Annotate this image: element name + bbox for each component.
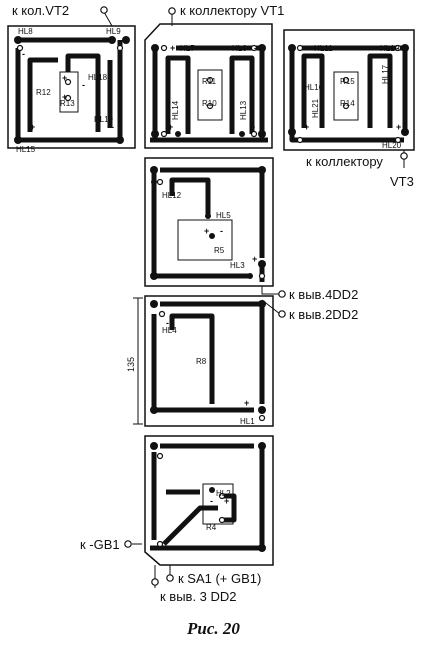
ref-hl13: HL13 (239, 100, 248, 120)
ref-r8: R8 (196, 357, 207, 366)
svg-text:-: - (396, 43, 399, 53)
svg-text:-: - (26, 142, 29, 152)
label-kol-vt2: к кол.VT2 (12, 3, 69, 18)
ref-hl8: HL8 (18, 27, 33, 36)
figure-caption: Рис. 20 (187, 619, 240, 638)
svg-text:+: + (396, 122, 401, 132)
svg-text:+: + (250, 122, 255, 132)
ref-hl15: HL15 (16, 145, 36, 154)
label-kollektor-vt1: к коллектору VT1 (180, 3, 284, 18)
svg-text:+: + (204, 226, 209, 236)
svg-text:+: + (170, 43, 175, 53)
label-vyv-3dd2: к выв. 3 DD2 (160, 589, 237, 604)
label-kollektor-vt3-line1: к коллектору (306, 154, 383, 169)
ref-hl12: HL12 (162, 191, 182, 200)
board-top-right (283, 29, 415, 151)
ref-hl18: HL18 (88, 73, 108, 82)
svg-text:-: - (254, 43, 257, 53)
svg-text:+: + (62, 92, 67, 102)
ref-r13: R13 (60, 99, 75, 108)
svg-text:-: - (302, 43, 305, 53)
svg-text:-: - (210, 496, 213, 506)
ref-r11: R11 (202, 77, 217, 86)
svg-text:-: - (220, 226, 223, 236)
ref-hl7: HL7 (180, 44, 195, 53)
ref-hl10: HL10 (380, 44, 400, 53)
ref-r5: R5 (214, 246, 225, 255)
svg-text:-: - (111, 122, 114, 132)
svg-text:+: + (224, 496, 229, 506)
ref-r10: R10 (202, 99, 217, 108)
ref-hl9: HL9 (106, 27, 121, 36)
svg-text:-: - (82, 80, 85, 90)
ref-r12: R12 (36, 88, 51, 97)
svg-text:+: + (30, 122, 35, 132)
ref-hl17: HL17 (381, 64, 390, 84)
ref-hl14: HL14 (171, 100, 180, 120)
ref-hl11: HL11 (314, 44, 333, 53)
dimension-label: 135 (126, 357, 136, 372)
svg-text:-: - (22, 49, 25, 59)
label-vyv-4dd2: к выв.4DD2 (289, 287, 358, 302)
ref-hl20: HL20 (382, 141, 402, 150)
board-mid-1 (144, 157, 274, 287)
ref-r15: R15 (340, 77, 355, 86)
svg-text:+: + (244, 398, 249, 408)
svg-text:-: - (166, 318, 169, 328)
ref-r14: R14 (340, 99, 355, 108)
board-bottom (144, 435, 274, 566)
label-kollektor-vt3-line2: VT3 (390, 174, 414, 189)
ref-hl19: HL19 (94, 115, 114, 124)
ref-hl5: HL5 (216, 211, 231, 220)
svg-text:+: + (252, 254, 257, 264)
label-minus-gb1: к -GB1 (80, 537, 120, 552)
label-vyv-2dd2: к выв.2DD2 (289, 307, 358, 322)
label-sa1-plus-gb1: к SA1 (+ GB1) (178, 571, 261, 586)
svg-text:+: + (304, 122, 309, 132)
ref-hl3: HL3 (230, 261, 245, 270)
ref-hl21: HL21 (311, 98, 320, 118)
ref-hl2: HL2 (216, 489, 231, 498)
ref-r4: R4 (206, 523, 217, 532)
svg-text:-: - (172, 180, 175, 190)
ref-hl1: HL1 (240, 417, 255, 426)
board-top-left (7, 25, 136, 149)
svg-text:+: + (168, 122, 173, 132)
board-mid-2 (144, 295, 274, 427)
ref-hl4: HL4 (162, 326, 177, 335)
ref-hl16: HL16 (304, 83, 324, 92)
board-top-center (144, 23, 273, 149)
svg-text:+: + (62, 73, 67, 83)
ref-hl6: HL6 (232, 44, 247, 53)
